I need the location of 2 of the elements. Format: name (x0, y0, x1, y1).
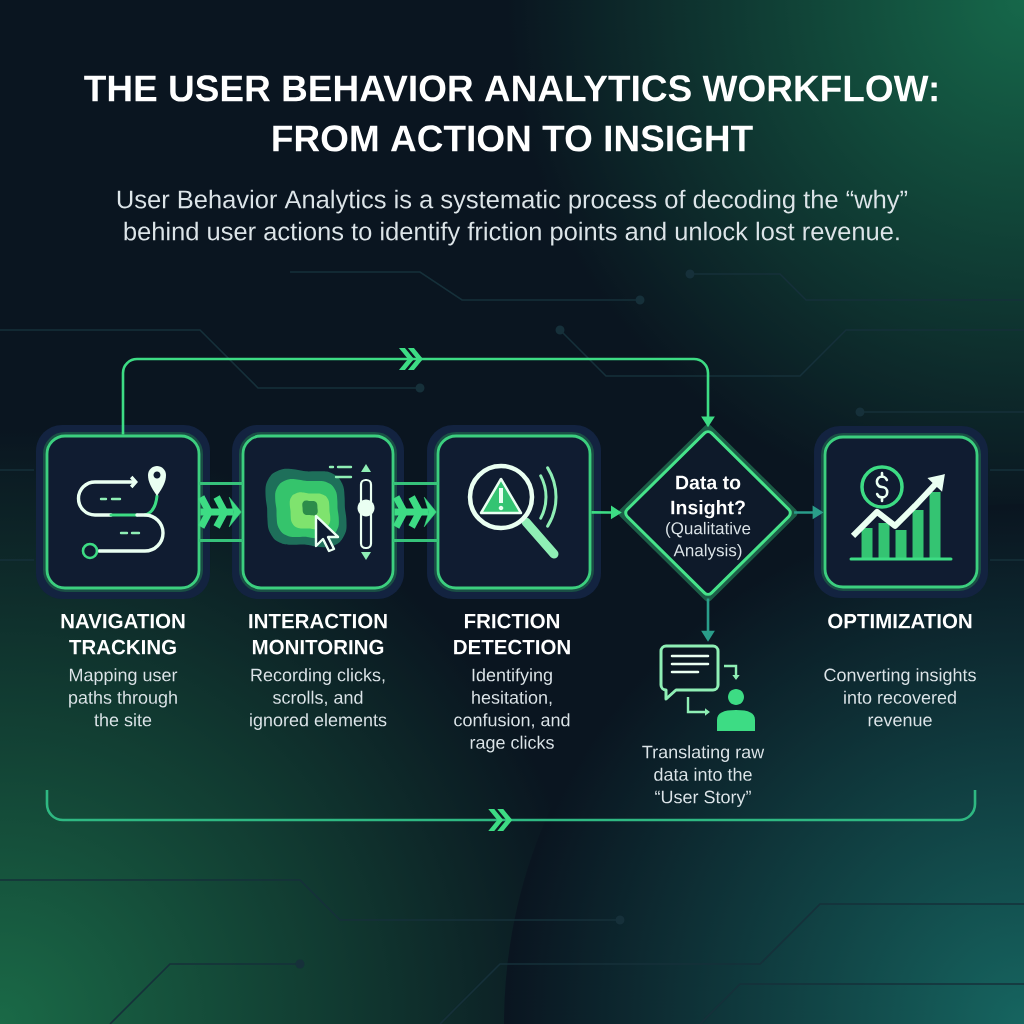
subtitle: User Behavior Analytics is a systematic process of decoding the “why” behind user actions to identify friction points and unlock lost revenue. (117, 189, 908, 246)
title: THE USER BEHAVIOR ANALYTICS WORKFLOW: FROM ACTION TO INSIGHT (84, 75, 937, 152)
